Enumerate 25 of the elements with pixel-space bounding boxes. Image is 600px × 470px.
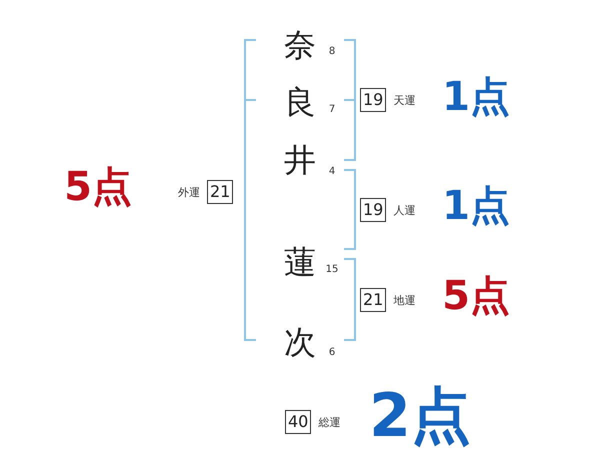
stroke-total-box: 21 [360, 288, 386, 312]
stroke-count: 6 [328, 348, 336, 358]
fortune-category-label: 地運 [393, 292, 416, 308]
fortune-category-label: 総運 [318, 414, 340, 430]
stroke-count: 4 [328, 167, 336, 177]
stroke-count: 8 [328, 47, 336, 57]
name-character: 次 [284, 326, 316, 358]
name-character: 奈 [284, 29, 316, 61]
name-character: 良 [284, 86, 316, 118]
stroke-total-box: 21 [207, 180, 234, 204]
score-text: 1点 [442, 186, 510, 226]
stroke-total-box: 19 [360, 198, 386, 222]
fortune-category-label: 天運 [393, 92, 416, 108]
fortune-category-label: 人運 [393, 202, 416, 218]
stroke-total-box: 19 [360, 88, 386, 112]
stroke-count: 15 [326, 265, 338, 275]
score-text: 2点 [369, 386, 471, 446]
name-character: 井 [284, 144, 316, 176]
fortune-category-label: 外運 [178, 184, 200, 200]
score-text: 5点 [442, 276, 510, 316]
stroke-total-box: 40 [285, 410, 312, 434]
score-text: 1点 [442, 77, 510, 117]
score-text: 5点 [64, 167, 132, 207]
stroke-count: 7 [328, 105, 336, 115]
name-character: 蓮 [284, 246, 316, 278]
